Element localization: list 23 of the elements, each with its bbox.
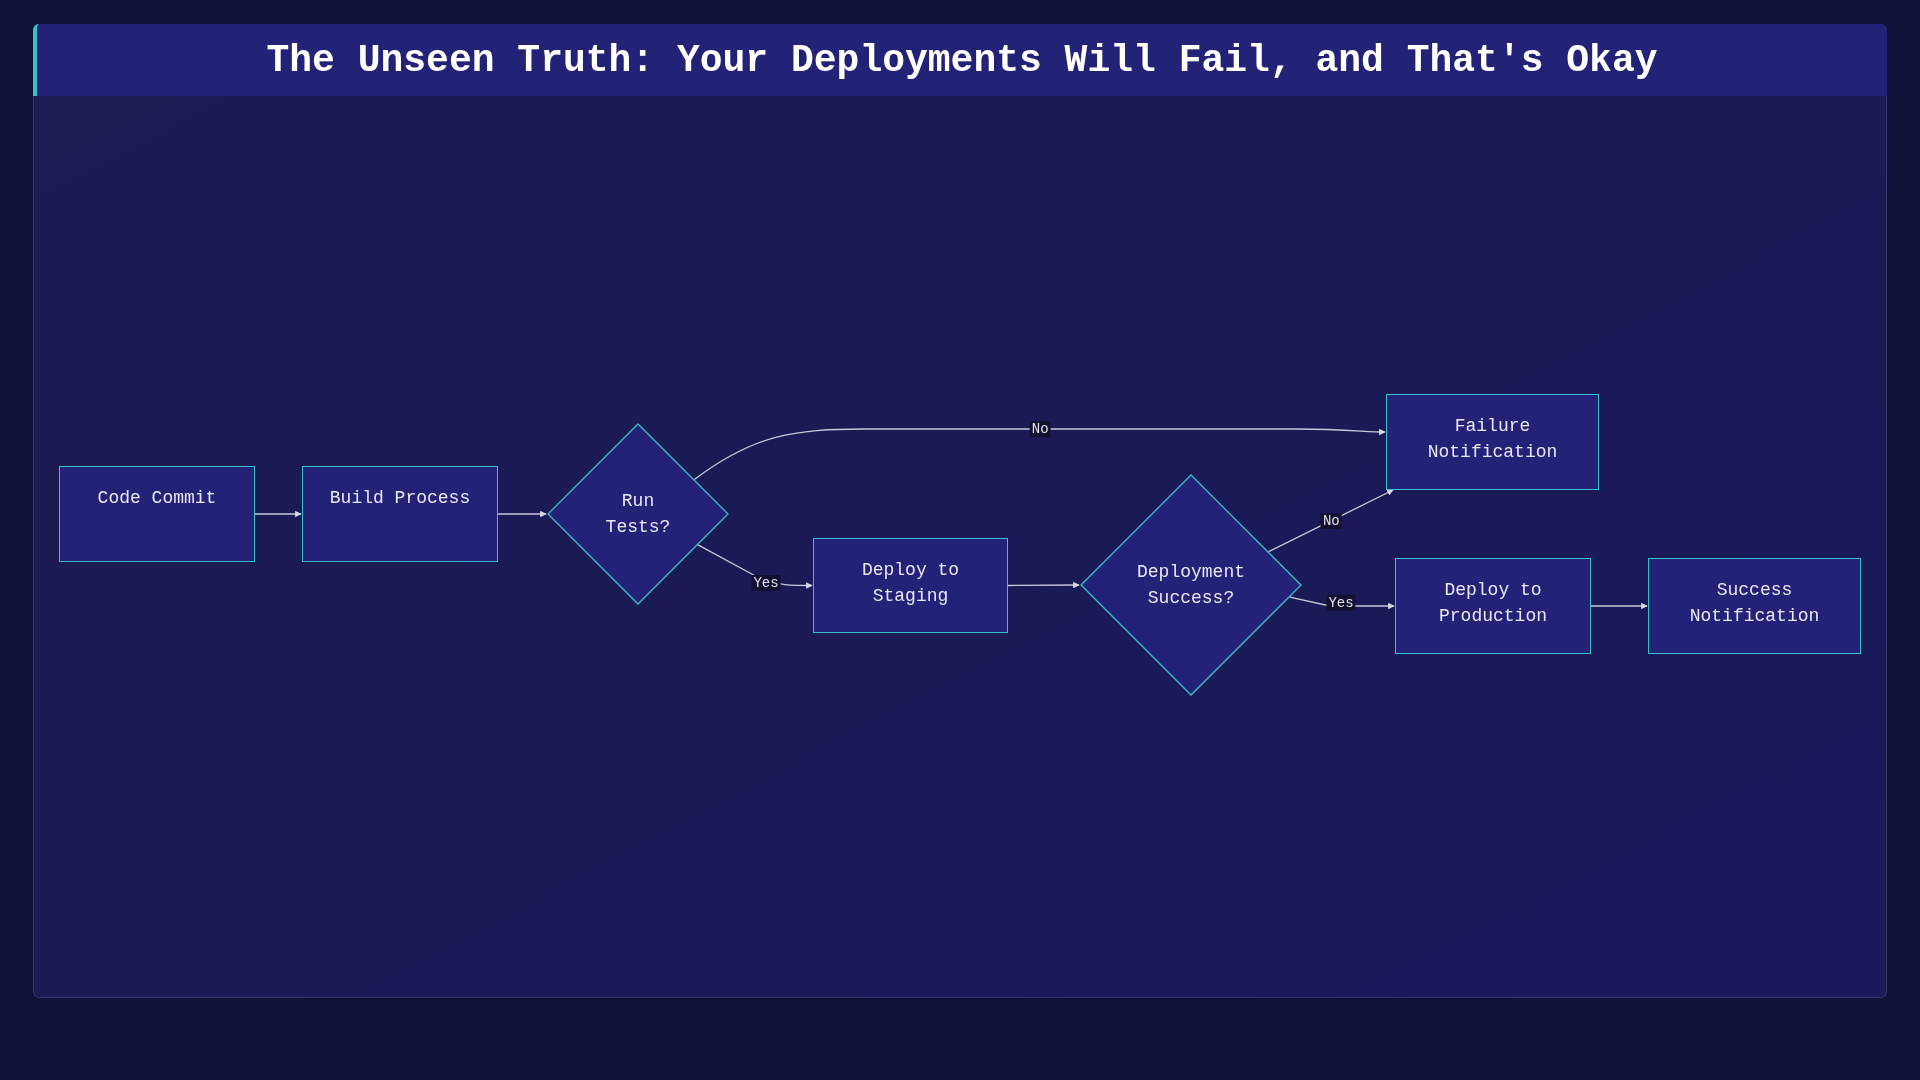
process-box: [1648, 558, 1861, 654]
process-box: [302, 466, 498, 562]
process-box: [1386, 394, 1599, 490]
node-label: Success Notification: [1688, 579, 1821, 628]
node-label: Deploy to Production: [1438, 579, 1548, 628]
node-label: Failure Notification: [1426, 415, 1559, 464]
process-box: [1395, 558, 1591, 654]
title-bar: The Unseen Truth: Your Deployments Will Fail, and That's Okay: [33, 24, 1887, 96]
arrow: [497, 510, 547, 518]
process-box: [59, 466, 255, 562]
node-label: Run Tests?: [604, 490, 672, 539]
edge-label: No: [1029, 421, 1051, 437]
arrow: [1590, 602, 1648, 610]
node-label: Deployment Success?: [1136, 561, 1246, 610]
arrow: [1007, 581, 1080, 589]
node-label: Build Process: [329, 487, 471, 510]
arrow: [1268, 489, 1394, 553]
node-label: Deploy to Staging: [860, 559, 961, 608]
arrow: [254, 510, 302, 518]
node-label: Code Commit: [97, 487, 217, 510]
arrow: [693, 428, 1386, 481]
process-box: [813, 538, 1008, 633]
edge-label: Yes: [1326, 595, 1356, 611]
